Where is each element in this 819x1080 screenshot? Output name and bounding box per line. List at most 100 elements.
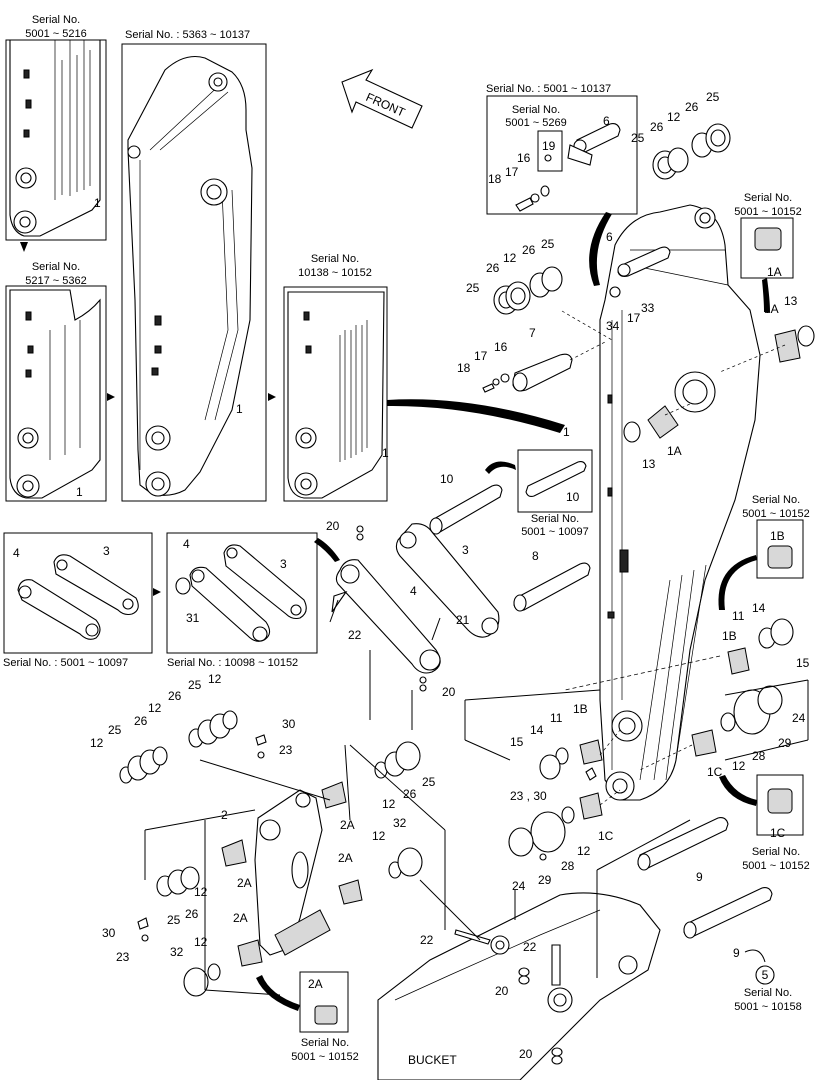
part-number: 18 xyxy=(488,172,502,186)
part-number: 1A xyxy=(764,302,779,316)
serial-label-5001-10137: Serial No. : 5001 ~ 10137 xyxy=(486,83,611,95)
callout-arrow xyxy=(256,975,300,1011)
part-number: 32 xyxy=(170,945,184,959)
part-number: 23 , 30 xyxy=(510,789,547,803)
part-number: 6 xyxy=(606,230,613,244)
part-number: 32 xyxy=(393,816,407,830)
part-number: 3 xyxy=(280,557,287,571)
serial-label-5217-5362: Serial No. 5217 ~ 5362 xyxy=(25,261,86,287)
inset-box-2a xyxy=(299,971,349,1033)
part-number: 10 xyxy=(566,490,580,504)
part-number: 12 xyxy=(194,935,208,949)
part-number: 1B xyxy=(722,629,737,643)
callout-arrow xyxy=(314,538,340,562)
part-number: 26 xyxy=(685,100,699,114)
part-number: 1B xyxy=(770,529,785,543)
part-number: 17 xyxy=(474,349,488,363)
ring-group-left xyxy=(119,710,238,784)
part-number: 26 xyxy=(185,907,199,921)
part-number: 14 xyxy=(530,723,544,737)
part-number: 26 xyxy=(134,714,148,728)
part-number: 1A xyxy=(667,444,682,458)
inset-box-1c xyxy=(756,774,804,836)
ring-group-25-26-12-upper xyxy=(493,266,563,315)
part-number: 19 xyxy=(542,139,556,153)
part-number: 23 xyxy=(279,743,293,757)
part-number: 4 xyxy=(183,537,190,551)
part-number: 34 xyxy=(606,319,620,333)
svg-text:5001 ~ 10152: 5001 ~ 10152 xyxy=(291,1051,359,1063)
part-number: 25 xyxy=(188,678,202,692)
serial-label-5001-5269: Serial No. 5001 ~ 5269 xyxy=(505,104,566,129)
svg-text:Serial No.: Serial No. xyxy=(301,1037,349,1049)
part-number: 17 xyxy=(627,311,641,325)
bolts-23-30 xyxy=(137,734,597,942)
inset-box-5363-10137 xyxy=(121,43,267,502)
part-number: 17 xyxy=(505,165,519,179)
part-number: 31 xyxy=(186,611,200,625)
inset-box-link-5001-10097 xyxy=(3,532,153,654)
right-arrow-icon xyxy=(268,393,276,401)
part-number: 18 xyxy=(457,361,471,375)
svg-text:Serial No.: Serial No. xyxy=(32,261,80,273)
svg-text:Serial No.: Serial No. xyxy=(531,513,579,525)
part-number: 24 xyxy=(512,879,526,893)
svg-text:Serial No. : 5001 ~ 10097: Serial No. : 5001 ~ 10097 xyxy=(3,657,128,669)
inset-box-5217-5362 xyxy=(5,285,107,502)
bushing-1b-parts xyxy=(539,545,794,780)
down-arrow-icon xyxy=(20,242,28,252)
part-number: 28 xyxy=(561,859,575,873)
arm-drawing-inset-1 xyxy=(9,39,101,237)
ring-group-25-26-12-top xyxy=(652,123,731,180)
part-number: 2A xyxy=(338,851,353,865)
svg-text:Serial No.: Serial No. xyxy=(512,104,560,116)
part-number: 30 xyxy=(282,717,296,731)
bushing-1c-parts xyxy=(508,685,793,861)
part-number: 15 xyxy=(796,656,810,670)
callout-arrow xyxy=(485,461,516,474)
part-number: 12 xyxy=(148,701,162,715)
part-number: 20 xyxy=(519,1047,533,1061)
pins-9-drawing xyxy=(637,817,773,939)
part-number: 2A xyxy=(308,977,323,991)
part-number: 14 xyxy=(752,601,766,615)
serial-label-5001-5216: Serial No. 5001 ~ 5216 xyxy=(25,14,86,40)
part-number: 3 xyxy=(462,543,469,557)
part-number: 24 xyxy=(792,711,806,725)
part-number: 12 xyxy=(577,844,591,858)
part-number: 6 xyxy=(603,114,610,128)
part-number: 22 xyxy=(420,933,434,947)
svg-text:5001 ~ 5269: 5001 ~ 5269 xyxy=(505,117,566,129)
part-number: 12 xyxy=(667,110,681,124)
svg-text:Serial No. : 10098 ~ 10152: Serial No. : 10098 ~ 10152 xyxy=(167,657,298,669)
svg-text:5217 ~ 5362: 5217 ~ 5362 xyxy=(25,275,86,287)
part-number: 11 xyxy=(732,609,745,623)
svg-text:Serial No.: Serial No. xyxy=(752,494,800,506)
part-number: 13 xyxy=(784,294,798,308)
inset-box-link-10098-10152 xyxy=(166,532,318,654)
link-2-assembly-drawing xyxy=(156,741,423,1025)
part-number: 25 xyxy=(466,281,480,295)
front-direction-arrow xyxy=(341,68,423,129)
part-number: 28 xyxy=(752,749,766,763)
bucket-drawing xyxy=(377,892,661,1080)
part-number: 22 xyxy=(523,940,537,954)
inset-box-bracket-pin xyxy=(486,95,638,215)
arm-drawing-inset-2 xyxy=(9,289,101,499)
serial-label-5363-10137: Serial No. : 5363 ~ 10137 xyxy=(125,29,250,41)
callout-arrow xyxy=(719,775,757,806)
part-number: 25 xyxy=(108,723,122,737)
right-arrow-icon xyxy=(107,393,115,401)
part-number: 26 xyxy=(522,243,536,257)
svg-text:Serial No.: Serial No. xyxy=(744,987,792,999)
svg-text:5001 ~ 10152: 5001 ~ 10152 xyxy=(734,206,802,218)
pin-6-drawing xyxy=(617,246,671,278)
part-number: 4 xyxy=(13,546,20,560)
inset-box-1b xyxy=(756,519,804,579)
part-number: 12 xyxy=(194,885,208,899)
part-number: 26 xyxy=(650,120,664,134)
callout-arrow xyxy=(744,949,766,963)
part-number: 25 xyxy=(167,913,181,927)
bracket-pin-inset-drawing xyxy=(515,123,621,212)
